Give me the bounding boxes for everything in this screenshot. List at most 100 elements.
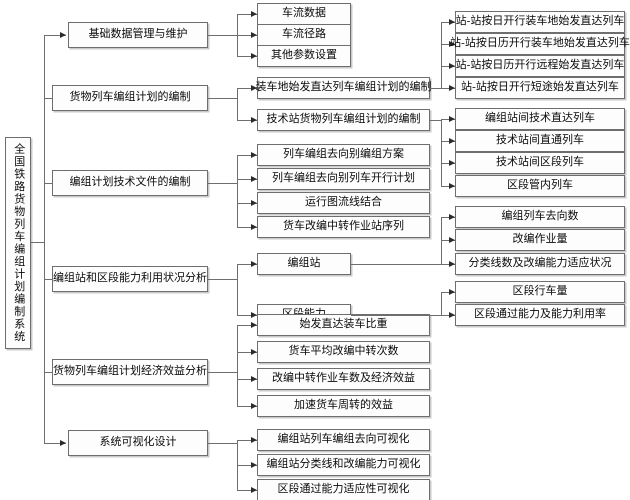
level2-box-15[interactable]: 加速货车周转的效益 xyxy=(257,395,430,417)
m3-out xyxy=(208,183,238,184)
m5-bus xyxy=(237,325,238,407)
spine-branch-6 xyxy=(44,443,66,444)
m5-to-c2 xyxy=(237,352,257,353)
level3-box-5[interactable]: 编组站间技术直达列车 xyxy=(455,108,625,130)
level3-label-8: 区段管内列车 xyxy=(507,179,573,192)
m5-to-c3 xyxy=(237,379,257,380)
level2-label-12: 始发直达装车比重 xyxy=(299,318,388,331)
arrow-l2-6 xyxy=(251,151,257,158)
module-label-4: 编组站和区段能力利用状况分析 xyxy=(53,272,207,285)
arrow-l2-11 xyxy=(251,311,257,318)
m2-to-c2 xyxy=(237,120,257,121)
level3-box-2[interactable]: 站-站按日历开行装车地始发直达列车 xyxy=(450,33,630,55)
m6-to-c3 xyxy=(237,490,257,491)
l2b4-out xyxy=(430,88,442,89)
level2-box-1[interactable]: 车流数据 xyxy=(257,3,351,25)
m4-bus xyxy=(237,264,238,316)
level2-label-3: 其他参数设置 xyxy=(271,49,337,62)
level3-label-9: 编组列车去向数 xyxy=(501,210,579,223)
m1-to-c1 xyxy=(237,14,257,15)
module-label-5: 货物列车编组计划经济效益分析 xyxy=(53,365,207,378)
level3-box-4[interactable]: 站-站按日开行短途始发直达列车 xyxy=(455,77,625,99)
l2b5-to-c3 xyxy=(441,163,455,164)
level3-label-10: 改编作业量 xyxy=(512,233,568,246)
arrow-l2-5 xyxy=(251,116,257,123)
m2-to-c1 xyxy=(237,88,257,89)
l2b5-bus xyxy=(441,119,442,187)
arrow-l3-1 xyxy=(449,18,455,25)
l2b11-out xyxy=(351,315,441,316)
module-box-3[interactable]: 编组计划技术文件的编制 xyxy=(52,170,208,196)
level3-box-7[interactable]: 技术站间区段列车 xyxy=(455,152,625,174)
level2-box-10[interactable]: 编组站 xyxy=(257,253,351,275)
level2-box-8[interactable]: 运行图流线结合 xyxy=(257,192,430,214)
arrow-l2-10 xyxy=(251,260,257,267)
level3-box-6[interactable]: 技术站间直通列车 xyxy=(455,130,625,152)
level2-box-14[interactable]: 改编中转作业车数及经济效益 xyxy=(257,368,430,390)
level2-box-3[interactable]: 其他参数设置 xyxy=(257,45,351,67)
level2-box-6[interactable]: 列车编组去向别编组方案 xyxy=(257,144,430,166)
module-box-6[interactable]: 系统可视化设计 xyxy=(68,430,208,456)
arrow-l2-16 xyxy=(251,436,257,443)
level3-box-1[interactable]: 站-站按日开行装车地始发直达列车 xyxy=(455,11,625,33)
l2b4-to-c1 xyxy=(441,22,455,23)
level3-label-5: 编组站间技术直达列车 xyxy=(485,112,595,125)
m6-to-c2 xyxy=(237,465,257,466)
level3-box-3[interactable]: 站-站按日历开行远程始发直达列车 xyxy=(455,55,625,77)
level2-box-2[interactable]: 车流径路 xyxy=(257,24,351,46)
l2b4-to-c4 xyxy=(441,88,455,89)
root-node-label: 全国铁路货物列车编组计划编制系统 xyxy=(12,143,25,343)
module-box-1[interactable]: 基础数据管理与维护 xyxy=(68,22,208,48)
level2-box-18[interactable]: 区段通过能力适应性可视化 xyxy=(257,479,430,500)
level2-box-7[interactable]: 列车编组去向别列车开行计划 xyxy=(257,168,430,190)
level2-box-4[interactable]: 装车地始发直达列车编组计划的编制 xyxy=(255,77,432,99)
arrow-l2-9 xyxy=(251,223,257,230)
module-box-5[interactable]: 货物列车编组计划经济效益分析 xyxy=(52,359,208,385)
level2-box-17[interactable]: 编组站分类线和改编能力可视化 xyxy=(257,454,430,476)
arrow-l3-13 xyxy=(449,311,455,318)
arrow-l3-5 xyxy=(449,115,455,122)
l2b10-to-c2 xyxy=(441,240,455,241)
level2-label-9: 货车改编中转作业站序列 xyxy=(283,220,404,233)
m5-to-c1 xyxy=(237,325,257,326)
l2b5-to-c4 xyxy=(441,186,455,187)
m5-out xyxy=(208,372,238,373)
level3-box-12[interactable]: 区段行车量 xyxy=(455,281,625,303)
level3-box-10[interactable]: 改编作业量 xyxy=(455,229,625,251)
module-box-2[interactable]: 货物列车编组计划的编制 xyxy=(52,85,208,111)
level3-label-1: 站-站按日开行装车地始发直达列车 xyxy=(455,15,625,28)
level2-box-13[interactable]: 货车平均改编中转次数 xyxy=(257,341,430,363)
l2b5-to-c2 xyxy=(441,141,455,142)
l2b4-bus xyxy=(441,22,442,89)
arrow-l3-6 xyxy=(449,137,455,144)
level2-label-8: 运行图流线结合 xyxy=(305,196,382,209)
level3-label-13: 区段通过能力及能力利用率 xyxy=(474,308,606,321)
level3-box-8[interactable]: 区段管内列车 xyxy=(455,175,625,197)
l2b10-to-c1 xyxy=(441,217,455,218)
level3-box-9[interactable]: 编组列车去向数 xyxy=(455,206,625,228)
arrow-l2-13 xyxy=(251,348,257,355)
level2-box-9[interactable]: 货车改编中转作业站序列 xyxy=(257,216,430,238)
level2-box-16[interactable]: 编组站列车编组去向可视化 xyxy=(257,429,430,451)
l2b4-to-c2 xyxy=(441,44,455,45)
module-box-4[interactable]: 编组站和区段能力利用状况分析 xyxy=(52,266,208,292)
level3-box-11[interactable]: 分类线数及改编能力适应状况 xyxy=(455,253,625,275)
root-spine-stub xyxy=(31,242,45,243)
l2b11-bus xyxy=(441,292,442,316)
spine-branch-1 xyxy=(44,35,66,36)
level2-label-17: 编组站分类线和改编能力可视化 xyxy=(266,458,421,471)
level2-label-4: 装车地始发直达列车编组计划的编制 xyxy=(255,81,432,94)
root-node[interactable]: 全国铁路货物列车编组计划编制系统 xyxy=(5,137,31,349)
m4-to-c2 xyxy=(237,315,257,316)
m6-out xyxy=(208,443,238,444)
level3-box-13[interactable]: 区段通过能力及能力利用率 xyxy=(455,304,625,326)
arrow-l2-15 xyxy=(251,402,257,409)
module-label-2: 货物列车编组计划的编制 xyxy=(69,91,191,104)
level2-box-12[interactable]: 始发直达装车比重 xyxy=(257,314,430,336)
arrow-module-6 xyxy=(60,439,66,446)
l2b5-to-c1 xyxy=(441,119,455,120)
level2-label-16: 编组站列车编组去向可视化 xyxy=(277,433,410,446)
level2-box-5[interactable]: 技术站货物列车编组计划的编制 xyxy=(257,109,430,131)
level2-label-1: 车流数据 xyxy=(282,7,326,20)
level3-label-3: 站-站按日历开行远程始发直达列车 xyxy=(455,59,625,72)
